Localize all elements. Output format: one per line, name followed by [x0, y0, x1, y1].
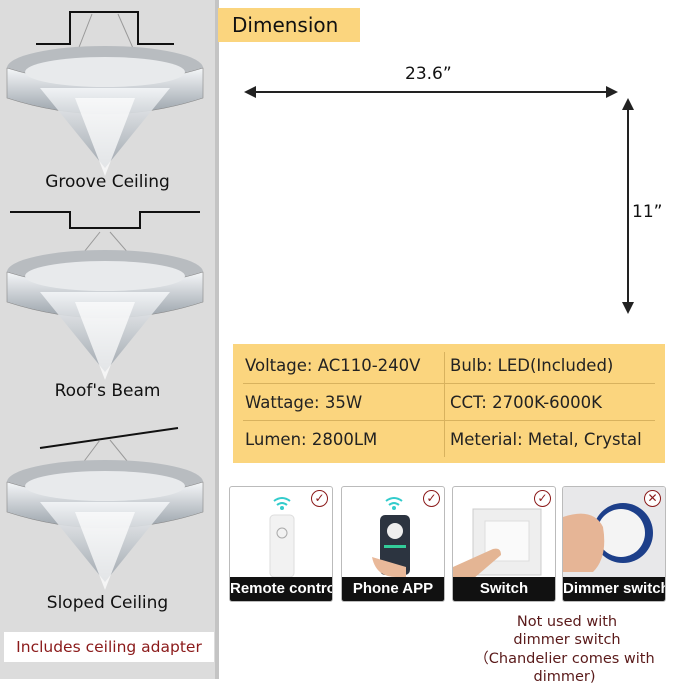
caption-groove-ceiling: Groove Ceiling [45, 172, 170, 192]
chandelier-images [6, 11, 204, 591]
column-divider [444, 352, 445, 457]
control-label: Phone APP [342, 577, 444, 601]
spec-bulb: Bulb: LED(Included) [450, 356, 614, 375]
cross-icon: ✕ [644, 490, 661, 507]
spec-material: Meterial: Metal, Crystal [450, 430, 642, 449]
sloped-ceiling-chandelier [6, 427, 204, 591]
spec-table: Voltage: AC110-240V Bulb: LED(Included) … [233, 344, 665, 463]
check-icon: ✓ [311, 490, 328, 507]
dimmer-note-line1: Not used with [516, 614, 618, 630]
phone-app-icon [372, 497, 410, 577]
caption-sloped-ceiling: Sloped Ceiling [46, 593, 169, 613]
control-remote: ✓ Remote contro [229, 486, 333, 602]
spec-row: Voltage: AC110-240V Bulb: LED(Included) [243, 348, 655, 384]
check-icon: ✓ [534, 490, 551, 507]
spec-row: Wattage: 35W CCT: 2700K-6000K [243, 385, 655, 421]
control-phone-app: ✓ Phone APP [341, 486, 445, 602]
spec-cct: CCT: 2700K-6000K [450, 393, 602, 412]
height-arrow [622, 98, 634, 314]
check-icon: ✓ [423, 490, 440, 507]
spec-lumen: Lumen: 2800LM [245, 430, 378, 449]
spec-voltage: Voltage: AC110-240V [245, 356, 421, 375]
control-dimmer: ✕ Dimmer switch [562, 486, 666, 602]
spec-wattage: Wattage: 35W [245, 393, 363, 412]
control-label: Remote contro [230, 577, 332, 601]
dimension-title: Dimension [218, 8, 360, 42]
remote-control-icon [269, 497, 295, 578]
dimmer-note-line2: dimmer switch [513, 632, 621, 648]
spec-row: Lumen: 2800LM Meterial: Metal, Crystal [243, 422, 655, 458]
caption-roof-beam: Roof's Beam [54, 381, 161, 401]
height-label: 11” [632, 202, 663, 222]
width-label: 23.6” [405, 64, 452, 84]
control-label: Dimmer switch [563, 577, 665, 601]
control-label: Switch [453, 577, 555, 601]
width-arrow [244, 86, 618, 98]
adapter-note: Includes ceiling adapter [4, 632, 214, 662]
groove-ceiling-chandelier [6, 11, 204, 177]
roof-beam-chandelier [6, 211, 204, 381]
control-switch: ✓ Switch [452, 486, 556, 602]
dimmer-note-line3: （Chandelier comes with dimmer) [474, 651, 655, 685]
wall-switch-icon [453, 508, 542, 579]
divider [215, 0, 219, 679]
